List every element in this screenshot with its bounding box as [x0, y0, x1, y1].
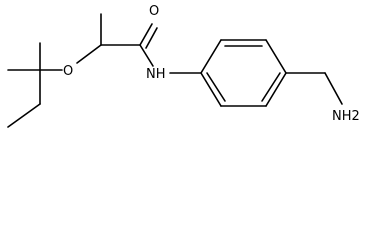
bond-ethyl-methyl	[7, 103, 41, 128]
amine-group-label: NH2	[332, 109, 360, 124]
bond-carbonyl-double-2	[145, 27, 158, 49]
ring-bond-3	[265, 39, 287, 74]
ring-bond-6	[200, 72, 222, 107]
bond-carbonyl-nitrogen	[139, 44, 154, 67]
ether-oxygen-label: O	[63, 64, 73, 79]
ring-inner-double-right	[261, 72, 281, 102]
bond-oxygen-alpha-c	[76, 44, 102, 64]
carbonyl-oxygen-label: O	[149, 4, 159, 19]
bond-carbonyl-double-1	[139, 23, 153, 46]
molecule-diagram: O O NH NH2	[7, 4, 360, 128]
amide-nitrogen-label: NH	[146, 67, 166, 82]
ring-inner-double-left	[206, 72, 226, 102]
ring-bond-1	[200, 39, 222, 74]
bond-ch2-amine	[324, 72, 343, 105]
structure-canvas: O O NH NH2	[7, 4, 360, 128]
ring-bond-4	[265, 72, 287, 107]
